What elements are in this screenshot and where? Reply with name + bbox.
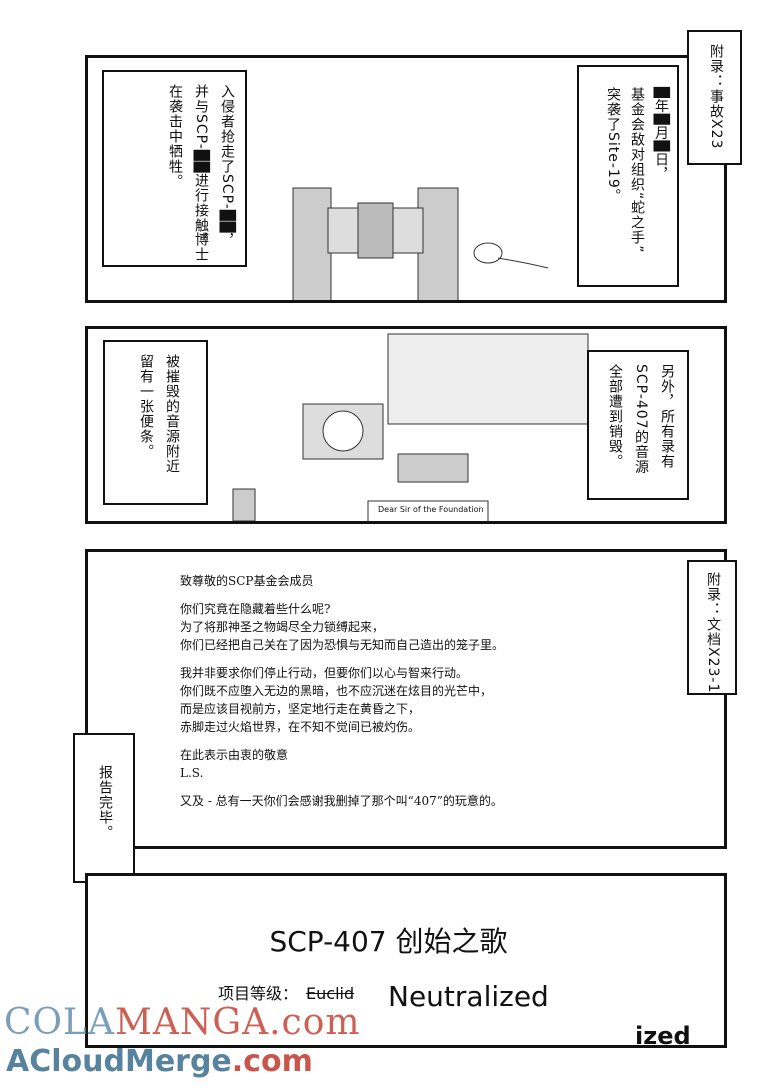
textbox-attack-line2: 基金会敌对组织“蛇之手”	[629, 87, 645, 254]
textbox-attack-line1: █年█月█日，	[653, 87, 669, 183]
textbox-destroyed-line1: 另外，所有录有	[659, 364, 675, 469]
letter-paragraph-1: 你们究竟在隐藏着些什么呢? 为了将那神圣之物竭尽全力锁缚起来， 你们已经把自己关…	[180, 602, 505, 652]
letter-postscript: 又及 - 总有一天你们会感谢我删掉了那个叫“407”的玩意的。	[180, 794, 503, 808]
watermark-com: .com	[269, 1002, 361, 1043]
textbox-note-line2: 留有一张便条。	[138, 354, 154, 459]
caption-incident: 附录：事故X23	[687, 30, 742, 165]
caption-incident-text: 附录：事故X23	[708, 44, 724, 150]
caption-document: 附录：文档X23-1	[687, 560, 737, 695]
panel-letter	[85, 549, 727, 849]
letter-body: 致尊敬的SCP基金会成员 你们究竟在隐藏着些什么呢? 为了将那神圣之物竭尽全力锁…	[180, 572, 504, 820]
letter-signature: 在此表示由衷的敬意 L.S.	[180, 748, 289, 780]
textbox-note: 被摧毁的音源附近 留有一张便条。	[103, 340, 208, 505]
textbox-destroyed: 另外，所有录有 SCP-407的音源 全部遭到销毁。	[587, 350, 689, 500]
object-class: 项目等级： Euclid	[218, 980, 354, 1004]
textbox-intruder-line1: 入侵者抢走了SCP-██，	[219, 84, 235, 249]
watermark-acloud: ACloudMerge	[6, 1044, 232, 1079]
corner-text: ized	[635, 1022, 691, 1050]
object-class-old: Euclid	[306, 984, 355, 1003]
textbox-intruder-line2: 并与SCP-██进行接触，	[193, 84, 209, 249]
textbox-destroyed-line2: SCP-407的音源	[633, 364, 649, 475]
site-illustration	[292, 187, 549, 300]
letter-paragraph-2: 我并非要求你们停止行动，但要你们以心与智来行动。 你们既不应堕入无边的黑暗，也不…	[180, 666, 493, 734]
watermark-acloudmerge: ACloudMerge.com	[6, 1044, 313, 1079]
watermark-com2: .com	[231, 1044, 313, 1079]
textbox-attack-line3: 突袭了Site-19。	[605, 87, 621, 204]
textbox-intruder-extra: 博士	[193, 232, 209, 262]
watermark-colamanga: COLAMANGA.com	[4, 1002, 361, 1043]
textbox-intruder-line3: 在袭击中牺牲。	[167, 84, 183, 189]
panel-title	[85, 873, 727, 1048]
note-text: Dear Sir of the Foundation	[378, 505, 484, 514]
letter-salutation: 致尊敬的SCP基金会成员	[180, 574, 314, 588]
object-class-new: Neutralized	[388, 980, 549, 1013]
textbox-attack: █年█月█日， 基金会敌对组织“蛇之手” 突袭了Site-19。	[577, 65, 679, 287]
desk-illustration	[232, 333, 589, 521]
textbox-destroyed-line3: 全部遭到销毁。	[607, 364, 623, 469]
page-title: SCP-407 创始之歌	[269, 925, 508, 958]
caption-report-end: 报告完毕。	[73, 733, 135, 883]
caption-report-end-text: 报告完毕。	[97, 765, 113, 840]
caption-document-text: 附录：文档X23-1	[705, 572, 721, 694]
object-class-label: 项目等级：	[218, 984, 299, 1003]
textbox-intruder: 入侵者抢走了SCP-██， 并与SCP-██进行接触， 在袭击中牺牲。 博士	[102, 70, 247, 267]
textbox-note-line1: 被摧毁的音源附近	[164, 354, 180, 474]
watermark-cola: COLA	[4, 1002, 115, 1043]
watermark-manga: MANGA	[114, 1002, 270, 1043]
